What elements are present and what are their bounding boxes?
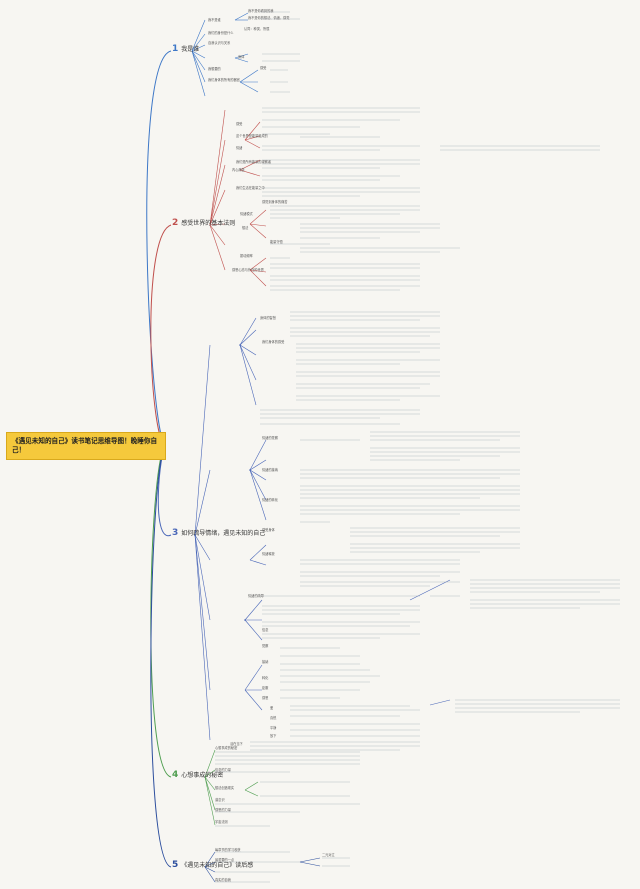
b2-node: 我们生活在能量之中 (236, 186, 265, 190)
b3-node: 放下 (270, 734, 277, 738)
b3-node: 臣服 (262, 686, 269, 690)
b1-node: 我不是谁 (208, 18, 221, 22)
b5-node: 最重要的一点 (215, 858, 235, 862)
b3-node: 转化 (262, 676, 269, 680)
branch-3-label: 如何疏导情绪，遇见未知的自己 (181, 530, 266, 537)
b3-node: 情绪的接纳 (262, 468, 278, 472)
b2-node: 内心痛苦 (232, 168, 245, 172)
b2-node: 感受 (236, 122, 243, 126)
b2-node: 感恩心态与外在的世界 (232, 268, 264, 272)
b2-node: 振动频率 (240, 254, 253, 258)
branch-5-label: 《遇见未知的自己》读后感 (181, 862, 254, 869)
b1-node: 感受 (260, 66, 267, 70)
b2-node: 能量守恒 (270, 240, 283, 244)
b5-node: 真实的自我 (215, 878, 231, 882)
b4-node: 信念的力量 (215, 768, 231, 772)
b3-node: 情绪的疏导 (248, 594, 264, 598)
b3-node: 身体的智慧 (260, 316, 276, 320)
branch-5-number: 5 (172, 860, 179, 870)
b4-node: 心想事成的秘密 (215, 746, 238, 750)
b2-node: 想法 (242, 226, 249, 230)
b3-node: 信念 (262, 628, 269, 632)
b3-node: 我们身体的感受 (262, 340, 285, 344)
b1-node: 身体 (238, 55, 245, 59)
b2-node: 这个世界是能量组成的 (236, 134, 268, 138)
branch-1-label: 我是谁 (181, 46, 200, 53)
b1-node: 认同：种类、所属 (244, 27, 270, 31)
b1-node: 我不是你看到的我 (248, 9, 274, 13)
b2-node: 情绪模式 (240, 212, 253, 216)
branch-2-number: 2 (172, 218, 179, 228)
branch-1-number: 1 (172, 44, 179, 54)
b2-node: 感觉到身体的痛苦 (262, 200, 288, 204)
b2-node: 情绪 (236, 146, 243, 150)
b3-node: 接纳 (262, 660, 269, 664)
b3-node: 情绪的转化 (262, 498, 278, 502)
branch-4-label: 心想事成的秘密 (181, 772, 224, 779)
branch-3-number: 3 (172, 528, 179, 538)
root-node-title: 《遇见未知的自己》读书笔记思维导图！晚睡你自己！ (6, 432, 166, 460)
b1-node: 我们身体的所有的器官 (208, 78, 240, 82)
b3-node: 感受身体 (262, 528, 275, 532)
b1-node: 我们的身份是什么 (208, 31, 234, 35)
b2-node: 我们是所有能量的观察者 (236, 160, 272, 164)
b1-node: 我不是你的想法、情绪、感觉 (248, 16, 290, 20)
b3-node: 情绪释放 (262, 552, 275, 556)
b4-node: 潜意识 (215, 798, 225, 802)
b5-node: 每章节的学习收获 (215, 848, 241, 852)
b4-node: 感恩的力量 (215, 808, 231, 812)
b3-node: 觉察 (262, 644, 269, 648)
b1-node: 自我认识与关系 (208, 41, 231, 45)
b1-node: 我想要的 (208, 67, 221, 71)
branch-2-label: 感受世界的基本法则 (181, 220, 236, 227)
b3-node: 平静 (270, 726, 277, 730)
b5-node: 二元对立 (322, 853, 335, 857)
branch-5: 5《遇见未知的自己》读后感 (172, 860, 254, 870)
branch-4-number: 4 (172, 770, 179, 780)
b3-node: 感恩 (262, 696, 269, 700)
b3-node: 情绪的觉察 (262, 436, 278, 440)
b3-node: 活在当下 (230, 742, 243, 746)
b4-node: 宇宙法则 (215, 820, 228, 824)
b3-node: 爱 (270, 706, 274, 710)
b4-node: 想法创造现实 (215, 786, 235, 790)
b3-node: 喜悦 (270, 716, 277, 720)
